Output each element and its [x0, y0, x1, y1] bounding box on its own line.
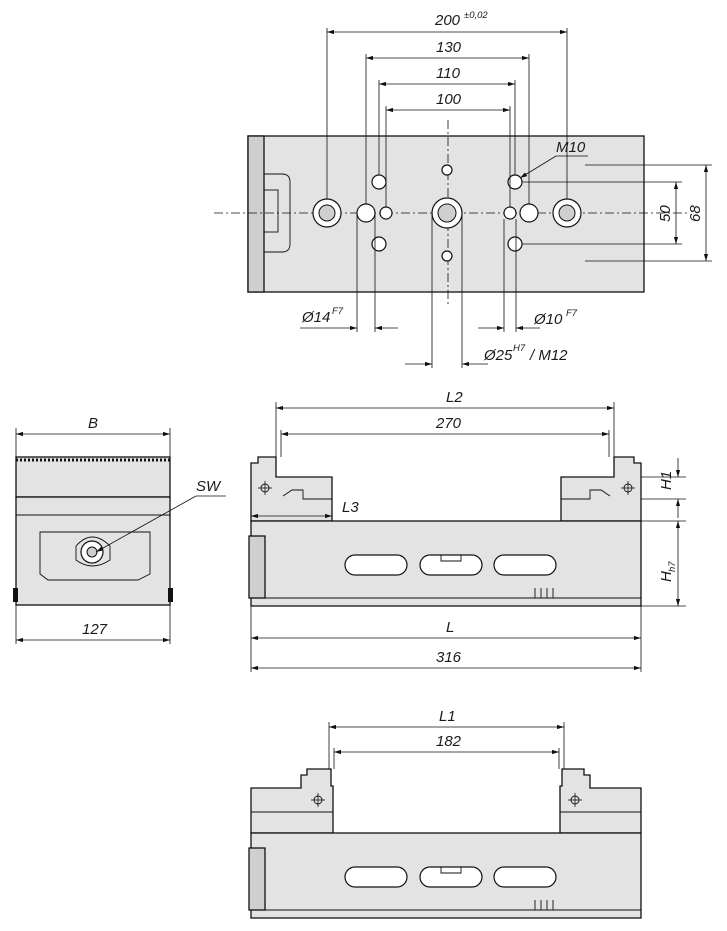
dim-110-label: 110: [436, 65, 461, 82]
right-jaw-2: [559, 768, 642, 834]
dim-h-label: H: [658, 571, 675, 582]
side-view-1: L2 270 H1 H h7 L3 L 316: [248, 389, 686, 672]
thread-left-top: [371, 174, 387, 190]
pin-right: [503, 206, 517, 220]
dim-100-label: 100: [436, 91, 462, 108]
pin-left: [379, 206, 393, 220]
top-end-cap: [247, 135, 265, 293]
left-jaw-2: [250, 768, 334, 834]
dim-270-label: 270: [435, 415, 462, 432]
thread-center-bottom: [441, 250, 453, 262]
bore-14-left: [356, 203, 376, 223]
dim-h1-label: H1: [658, 471, 675, 490]
dim-130-label: 130: [436, 39, 462, 56]
dim-b-label: B: [88, 415, 98, 432]
slot-3: [493, 554, 557, 576]
dim-316-label: 316: [436, 649, 462, 666]
bore-10-fit: F7: [566, 308, 578, 319]
bore-25-label: Ø25: [483, 347, 513, 364]
bore-25-thread: / M12: [529, 347, 568, 364]
dim-182-label: 182: [436, 733, 462, 750]
thread-left-bottom: [371, 236, 387, 252]
dim-l-label: L: [446, 619, 454, 636]
sw-label: SW: [196, 478, 222, 495]
top-view: 200 ±0,02 130 110 100 M10 50 68 Ø14 F7 Ø…: [214, 10, 712, 368]
side-view-2: L1 182: [248, 708, 642, 919]
end-view-pocket: [39, 531, 151, 581]
thread-right-bottom: [507, 236, 523, 252]
dim-l1-label: L1: [439, 708, 456, 725]
bore-14-fit: F7: [332, 306, 344, 317]
thread-center-top: [441, 164, 453, 176]
dim-l3-label: L3: [342, 499, 359, 516]
bore-14-label: Ø14: [301, 309, 330, 326]
bore-right-mid: [519, 203, 539, 223]
dim-50-label: 50: [657, 205, 674, 222]
left-jaw: [250, 456, 333, 522]
top-jaw-slot: [263, 189, 279, 233]
right-jaw: [560, 456, 642, 522]
bore-25-fit: H7: [513, 343, 526, 354]
slot-2: [419, 554, 483, 576]
end-view-jaw: [15, 456, 171, 498]
thread-m10-label: M10: [556, 139, 586, 156]
end-view: B SW 127: [13, 415, 226, 644]
slot-1: [344, 554, 408, 576]
dim-200-label: 200: [434, 12, 461, 29]
dim-200-tolerance: ±0,02: [464, 10, 488, 21]
dim-l2-label: L2: [446, 389, 463, 406]
dim-127-label: 127: [82, 621, 108, 638]
dim-68-label: 68: [687, 205, 704, 222]
dim-h-fit: h7: [667, 561, 678, 572]
bore-10-label: Ø10: [533, 311, 563, 328]
